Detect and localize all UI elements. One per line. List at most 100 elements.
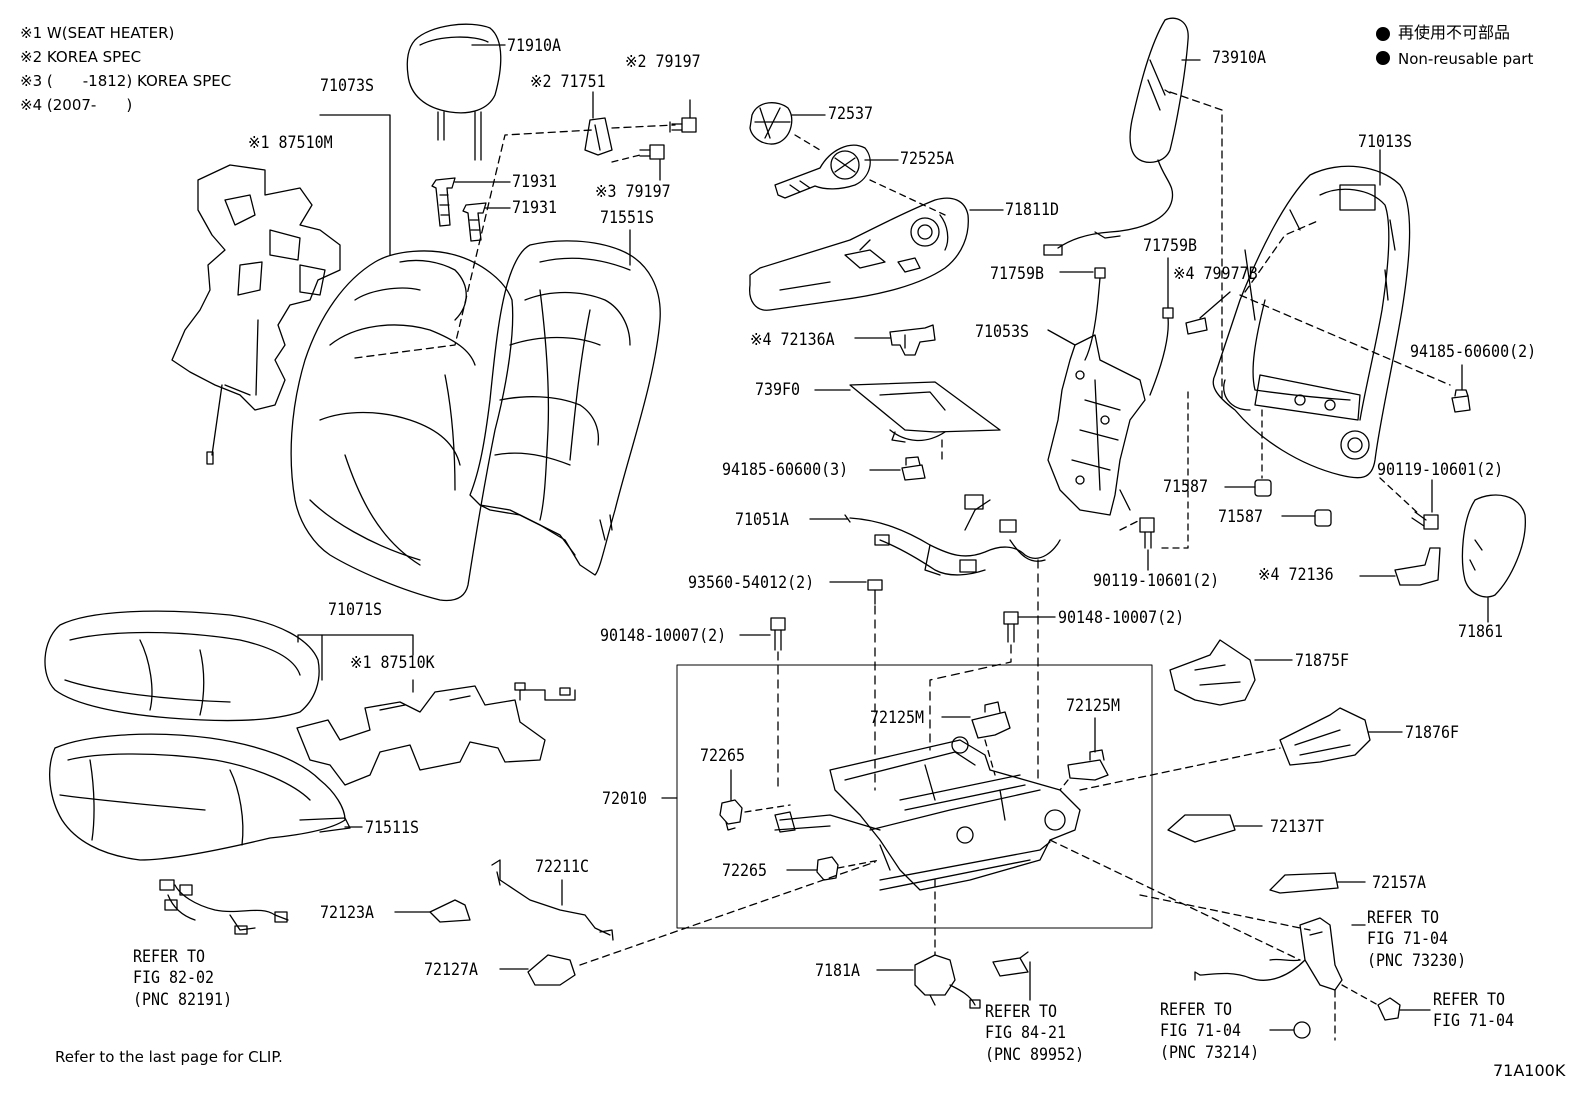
wire-clip: [1084, 267, 1106, 361]
part-label[interactable]: 72265: [722, 861, 768, 881]
part-label[interactable]: 72125M: [1066, 696, 1121, 716]
headrest: [406, 23, 502, 161]
label-sticker: [1185, 317, 1208, 335]
part-label[interactable]: 72125M: [870, 708, 925, 728]
refer-to-figure[interactable]: FIG 84-21: [985, 1023, 1067, 1043]
refer-to-pnc[interactable]: (PNC 73214): [1160, 1043, 1260, 1063]
part-label[interactable]: 71511S: [365, 818, 420, 838]
part-label[interactable]: 71073S: [320, 76, 375, 96]
part-label[interactable]: 71051A: [735, 510, 790, 530]
footer-clip-note: Refer to the last page for CLIP.: [55, 1048, 283, 1066]
refer-to-figure[interactable]: FIG 71-04: [1367, 929, 1449, 949]
non-reusable-bullet-icon: [1376, 51, 1390, 65]
part-label[interactable]: ※3 79197: [595, 182, 671, 202]
refer-to-label[interactable]: REFER TO: [985, 1002, 1058, 1022]
figure-code: 71A100K: [1493, 1061, 1566, 1080]
dashed-leader-line: [1169, 91, 1223, 401]
part-label[interactable]: 71551S: [600, 208, 655, 228]
bolt: [1003, 611, 1019, 643]
leader-line: [297, 634, 414, 656]
part-label[interactable]: 71876F: [1405, 723, 1460, 743]
part-label[interactable]: 72010: [602, 789, 648, 809]
part-label[interactable]: 72525A: [900, 149, 955, 169]
part-label[interactable]: 7181A: [815, 961, 861, 981]
part-label[interactable]: 72265: [700, 746, 746, 766]
part-label[interactable]: ※4 72136A: [750, 330, 835, 350]
protective-sheet: [849, 381, 1001, 443]
part-label[interactable]: ※2 79197: [625, 52, 701, 72]
part-label[interactable]: 71931: [512, 172, 558, 192]
part-label[interactable]: 71071S: [328, 600, 383, 620]
refer-to-label[interactable]: REFER TO: [1433, 990, 1506, 1010]
part-label[interactable]: ※1 87510K: [350, 653, 435, 673]
part-label[interactable]: 71053S: [975, 322, 1030, 342]
dashed-leader-line: [1157, 391, 1189, 549]
seat-heater-cushion-mat: [296, 682, 576, 786]
part-label[interactable]: 72211C: [535, 857, 590, 877]
refer-to-figure[interactable]: FIG 71-04: [1433, 1011, 1515, 1031]
part-label[interactable]: 72537: [828, 104, 874, 124]
part-label[interactable]: 72157A: [1372, 873, 1427, 893]
part-label[interactable]: 71013S: [1358, 132, 1413, 152]
refer-to-figure[interactable]: FIG 71-04: [1160, 1021, 1242, 1041]
dashed-leader-line: [1239, 294, 1451, 386]
part-label[interactable]: 71811D: [1005, 200, 1060, 220]
bolt: [669, 117, 697, 133]
part-label[interactable]: 94185-60600(3): [722, 460, 849, 480]
refer-to-label[interactable]: REFER TO: [1160, 1000, 1233, 1020]
part-label[interactable]: 90119-10601(2): [1377, 460, 1504, 480]
leader-line: [1047, 329, 1076, 346]
dashed-leader-line: [579, 861, 876, 966]
headrest-support: [431, 177, 456, 227]
part-label[interactable]: 71931: [512, 198, 558, 218]
note-seat-heater: ※1 W(SEAT HEATER): [20, 24, 175, 42]
dashed-leader-line: [794, 134, 821, 151]
note-korea-spec-date: ※3 ( -1812) KOREA SPEC: [20, 72, 232, 90]
recliner-cover: [1461, 494, 1526, 598]
refer-to-pnc[interactable]: (PNC 73230): [1367, 951, 1467, 971]
non-reusable-bullet-icon: [1376, 27, 1390, 41]
seat-cushion-cover: [44, 610, 320, 722]
dashed-leader-line: [1049, 839, 1301, 961]
dashed-leader-line: [869, 179, 946, 216]
part-label[interactable]: 73910A: [1212, 48, 1267, 68]
part-label[interactable]: ※2 71751: [530, 72, 606, 92]
cover-clip: [1067, 749, 1109, 781]
part-label[interactable]: 72127A: [424, 960, 479, 980]
part-label[interactable]: 90148-10007(2): [1058, 608, 1185, 628]
bolt: [1377, 997, 1401, 1021]
refer-to-pnc[interactable]: (PNC 82191): [133, 990, 233, 1010]
part-label[interactable]: 93560-54012(2): [688, 573, 815, 593]
part-label[interactable]: 71587: [1163, 477, 1209, 497]
refer-to-pnc[interactable]: (PNC 89952): [985, 1045, 1085, 1065]
part-label[interactable]: 90119-10601(2): [1093, 571, 1220, 591]
part-label[interactable]: 71759B: [1143, 236, 1198, 256]
part-label[interactable]: 71910A: [507, 36, 562, 56]
power-seat-switch: [914, 954, 981, 1009]
part-label[interactable]: 71875F: [1295, 651, 1350, 671]
refer-to-label[interactable]: REFER TO: [1367, 908, 1440, 928]
part-label[interactable]: 90148-10007(2): [600, 626, 727, 646]
seat-belt-buckle: [1194, 917, 1343, 1039]
part-label[interactable]: 71759B: [990, 264, 1045, 284]
part-label[interactable]: ※4 72136: [1258, 565, 1334, 585]
clip: [816, 856, 839, 881]
refer-to-figure[interactable]: FIG 82-02: [133, 968, 215, 988]
part-label[interactable]: ※4 79977B: [1173, 264, 1258, 284]
dashed-leader-line: [929, 644, 1012, 751]
seat-wire-harness: [844, 494, 1061, 576]
leader-line: [1199, 291, 1231, 319]
side-airbag-module: [1043, 17, 1189, 256]
seat-track-assembly-box: [676, 664, 1153, 929]
seat-cushion-pad: [49, 733, 351, 861]
part-label[interactable]: 71861: [1458, 622, 1504, 642]
part-label[interactable]: 72137T: [1270, 817, 1325, 837]
seatback-pad: [469, 240, 661, 576]
part-label[interactable]: ※1 87510M: [248, 133, 333, 153]
part-label[interactable]: 94185-60600(2): [1410, 342, 1537, 362]
refer-to-label[interactable]: REFER TO: [133, 947, 206, 967]
part-label[interactable]: 72123A: [320, 903, 375, 923]
part-label[interactable]: 739F0: [755, 380, 801, 400]
seat-adjuster-frame: [774, 736, 1081, 891]
part-label[interactable]: 71587: [1218, 507, 1264, 527]
